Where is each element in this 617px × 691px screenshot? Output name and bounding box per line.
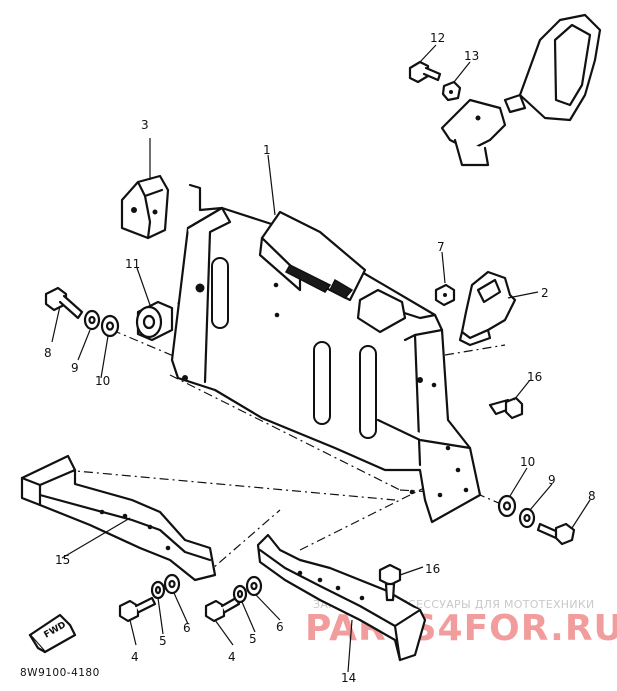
left-bottom-rail — [20, 454, 217, 582]
callout-5-right: 5 — [249, 632, 257, 646]
right-bottom-rail — [256, 533, 427, 662]
main-bracket-plate — [170, 183, 482, 524]
forward-direction-arrow: FWD — [28, 613, 77, 654]
callout-9-right: 9 — [548, 473, 556, 487]
callout-6-right: 6 — [276, 620, 284, 634]
washer-5-right — [232, 584, 248, 604]
washer-10-right — [497, 494, 517, 518]
callout-9-left: 9 — [71, 361, 79, 375]
callout-12: 12 — [430, 31, 445, 45]
callout-13: 13 — [464, 49, 479, 63]
callout-8-right: 8 — [588, 489, 596, 503]
washer-6-left — [163, 573, 181, 595]
callout-2: 2 — [541, 286, 549, 300]
washer-5-left — [150, 580, 166, 600]
callout-5-left: 5 — [159, 634, 167, 648]
callout-6-left: 6 — [183, 621, 191, 635]
callout-7: 7 — [437, 240, 445, 254]
washer-9-right — [518, 507, 536, 529]
grab-handle — [440, 13, 602, 167]
leader-lines — [51, 44, 591, 673]
nut-7 — [434, 283, 456, 307]
callout-4-left: 4 — [131, 650, 139, 664]
callout-3: 3 — [141, 118, 149, 132]
callout-16-lower: 16 — [425, 562, 440, 576]
drawing-code: 8W9100-4180 — [20, 667, 100, 679]
bolt-4-left — [118, 596, 157, 623]
left-clamp-bracket — [120, 174, 170, 240]
bolt-4-right — [204, 596, 241, 623]
washer-6-right — [245, 575, 263, 597]
bolt-12 — [408, 60, 442, 84]
callout-10-right: 10 — [520, 455, 535, 469]
callout-labels: 1 2 3 4 4 5 5 6 6 7 8 8 9 9 10 10 11 12 … — [44, 31, 596, 685]
right-clamp-bracket — [458, 270, 517, 347]
bolt-16-lower — [378, 563, 402, 602]
bolt-8-right — [536, 522, 576, 546]
callout-1: 1 — [263, 143, 271, 157]
rubber-damper — [135, 300, 174, 342]
callout-15: 15 — [55, 553, 70, 567]
callout-4-right: 4 — [228, 650, 236, 664]
callout-11: 11 — [125, 257, 140, 271]
bolt-16-upper — [488, 396, 524, 420]
callout-10-left: 10 — [95, 374, 110, 388]
washer-10-left — [100, 314, 120, 338]
callout-16-upper: 16 — [527, 370, 542, 384]
bolt-8-left — [44, 286, 84, 320]
callout-8-left: 8 — [44, 346, 52, 360]
washer-9-left — [83, 309, 101, 331]
callout-14: 14 — [341, 671, 356, 685]
nut-13 — [441, 80, 462, 102]
